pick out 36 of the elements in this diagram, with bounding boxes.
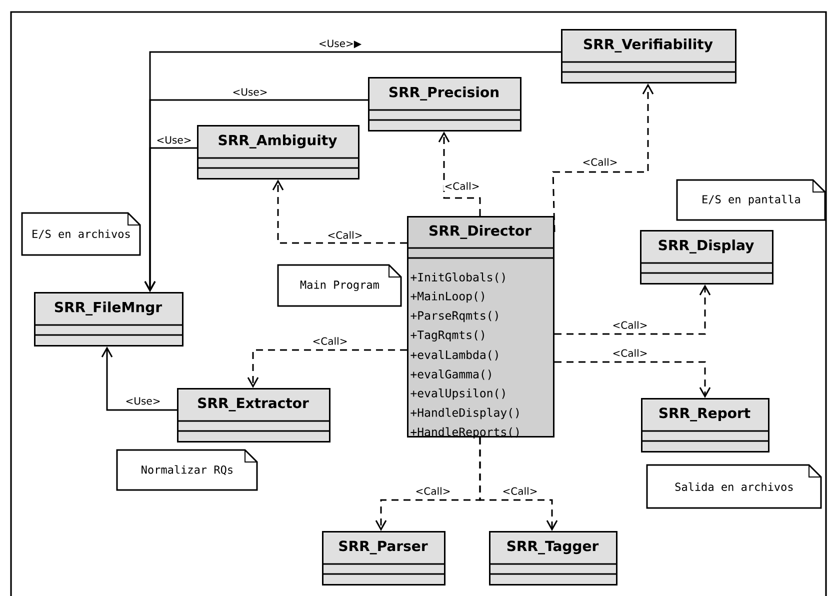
note: Salida en archivos: [646, 464, 822, 509]
edge-label: <Call>: [611, 348, 649, 358]
note: Normalizar RQs: [116, 449, 258, 491]
arrow: [144, 147, 197, 292]
arrow: [554, 361, 711, 398]
arrow: [247, 349, 407, 388]
class-box: SRR_Precision: [368, 77, 522, 132]
class-box: SRR_Tagger: [489, 531, 618, 586]
edge-label: <Call>: [611, 320, 649, 330]
arrow: [272, 180, 407, 244]
arrow: [438, 132, 481, 216]
note: E/S en archivos: [21, 212, 141, 256]
class-box: SRR_Parser: [322, 531, 446, 586]
class-box: SRR_Extractor: [177, 388, 330, 442]
class-box: SRR_Verifiability: [561, 29, 736, 84]
edge-label: <Use>▶: [317, 38, 363, 50]
arrow: [101, 346, 177, 411]
class-box: SRR_Ambiguity: [197, 125, 360, 180]
note: E/S en pantalla: [676, 179, 826, 221]
edge-label: <Call>: [443, 181, 481, 191]
edge-label: <Call>: [414, 486, 452, 496]
class-box: SRR_Director +InitGlobals() +MainLoop() +ParseRqmts() +TagRqmts() +evalLambda() +evalGamma() +evalUpsilon() +HandleDisplay() +HandleReports(): [407, 216, 554, 438]
edge-label: <Use>: [155, 135, 193, 145]
edge-label: <Use>: [124, 396, 162, 406]
arrow: [552, 84, 654, 232]
arrow: [479, 438, 558, 531]
class-box: SRR_Report: [641, 398, 770, 452]
class-box: SRR_Display: [640, 230, 774, 284]
edge-label: <Call>: [311, 336, 349, 346]
edge-label: <Call>: [501, 486, 539, 496]
edge-label: <Use>: [231, 87, 269, 97]
note: Main Program: [277, 264, 402, 307]
class-box: SRR_FileMngr: [34, 292, 184, 346]
edge-label: <Call>: [581, 157, 619, 167]
edge-label: <Call>: [326, 230, 364, 240]
arrow: [554, 284, 711, 335]
